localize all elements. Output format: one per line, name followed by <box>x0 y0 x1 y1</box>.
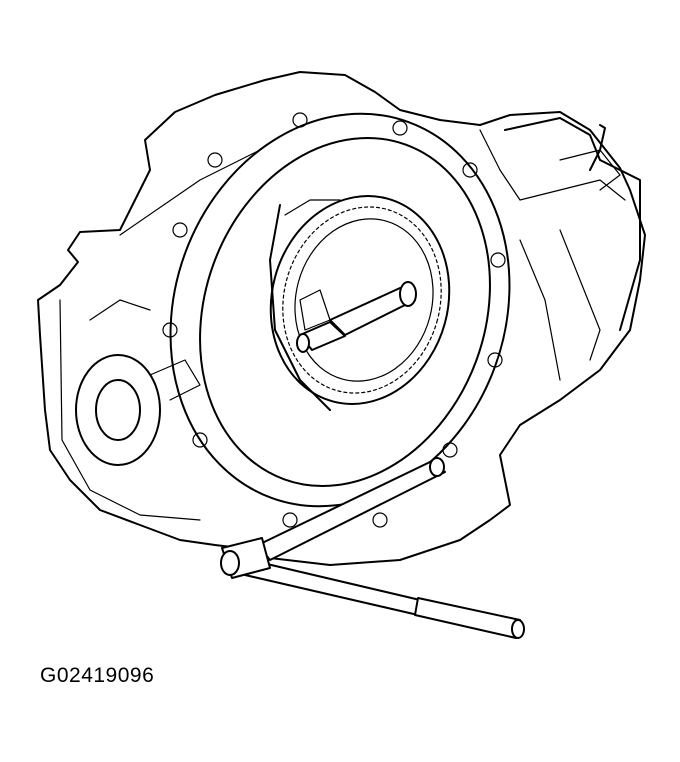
transaxle-illustration <box>37 71 646 639</box>
flange-bolt-holes <box>162 112 506 528</box>
output-shaft <box>296 281 417 353</box>
special-tool-bar <box>220 457 525 639</box>
figure-id-label: G02419096 <box>40 664 155 687</box>
bellhousing-flange <box>162 112 511 528</box>
ring-gear-assembly <box>269 195 451 411</box>
valve-body <box>504 117 641 331</box>
side-bearing-boss <box>75 299 201 466</box>
